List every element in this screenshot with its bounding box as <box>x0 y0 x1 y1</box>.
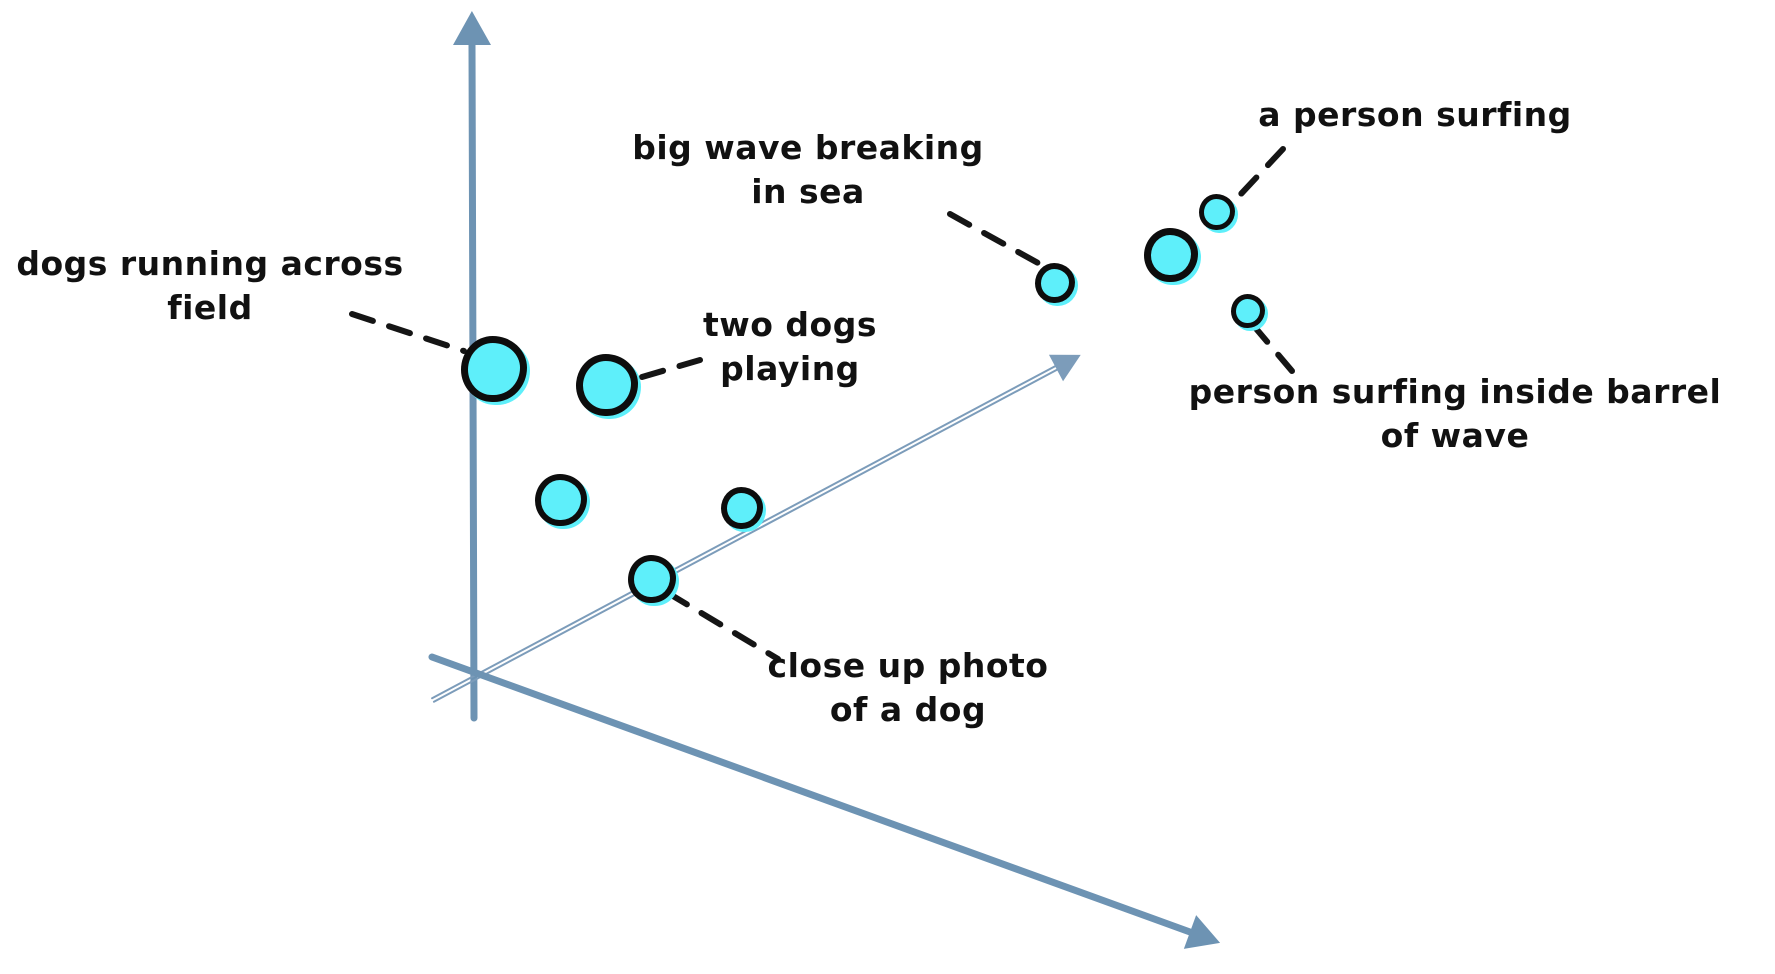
connector-big-wave-breaking-in-sea <box>947 211 1041 266</box>
connector-person-surfing-inside-barrel-of-wave <box>1250 322 1295 374</box>
connector-a-person-surfing <box>1237 146 1286 198</box>
diagonal-axis-upright-line-1 <box>432 368 1058 703</box>
diagonal-axis-downright-arrowhead-icon <box>1183 915 1221 949</box>
diagonal-axis-upright-arrowhead-icon <box>1048 354 1081 382</box>
connector-dogs-running-across-field <box>349 311 467 354</box>
vertical-axis-line <box>468 41 478 722</box>
connector-two-dogs-playing <box>639 357 703 380</box>
connector-close-up-photo-of-a-dog <box>665 590 781 662</box>
diagonal-axis-downright-line <box>428 653 1194 936</box>
diagonal-axis-upright-line-2 <box>431 365 1057 700</box>
vertical-axis-arrowhead-icon <box>453 11 491 46</box>
